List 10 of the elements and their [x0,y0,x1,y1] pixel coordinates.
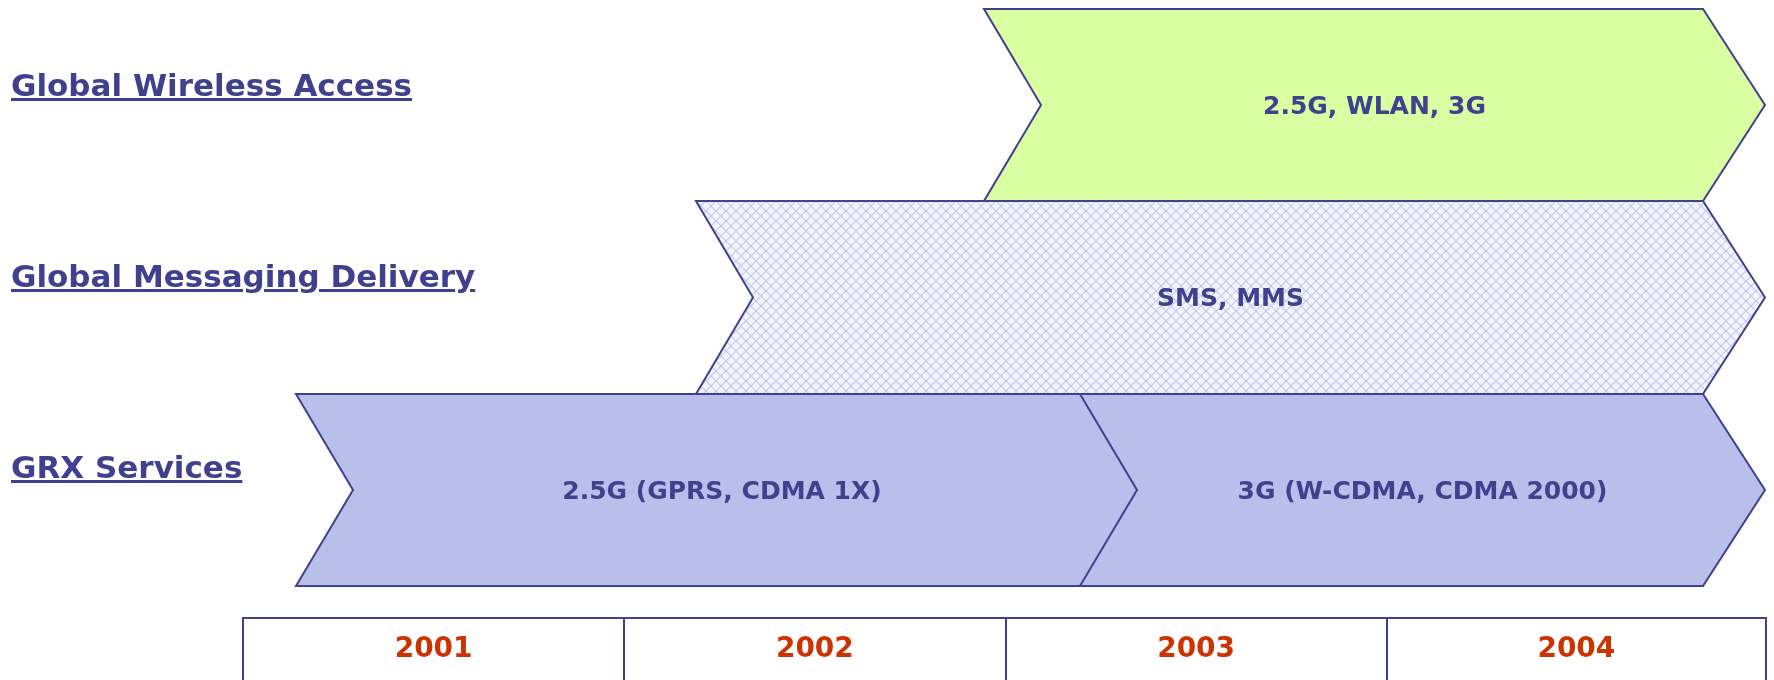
year-cell: 2003 [1004,617,1386,680]
row-label: Global Messaging Delivery [11,258,476,294]
chevron-label: SMS, MMS [1157,283,1304,312]
row-label: GRX Services [11,449,243,485]
year-cell: 2002 [623,617,1005,680]
year-cell: 2004 [1385,617,1767,680]
row-label: Global Wireless Access [11,67,413,103]
year-cell: 2001 [242,617,624,680]
chevron-label: 2.5G, WLAN, 3G [1263,90,1486,120]
chevron-label: 3G (W-CDMA, CDMA 2000) [1237,475,1608,505]
